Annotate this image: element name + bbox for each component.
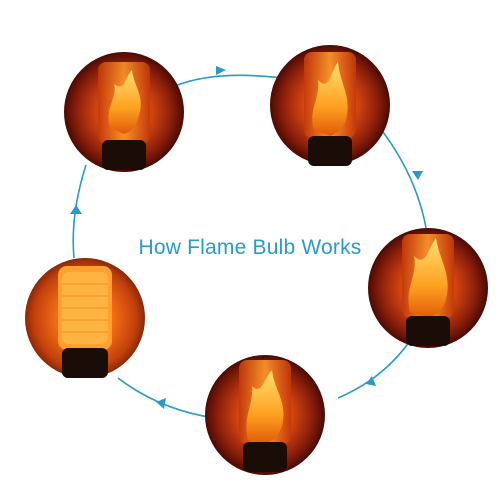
connector-arc-4-5	[117, 377, 216, 419]
arrow-down-left-icon	[366, 376, 376, 386]
arrow-down-icon	[412, 171, 423, 180]
arrow-right-icon	[216, 66, 226, 75]
connector-arrows	[70, 66, 423, 409]
step-5-bulb	[25, 258, 145, 378]
step-1-bulb	[64, 52, 184, 172]
arrow-left-icon	[156, 398, 166, 409]
arrow-up-icon	[70, 205, 82, 214]
diagram-title: How Flame Bulb Works	[138, 236, 362, 259]
step-2-bulb	[270, 45, 390, 166]
step-3-bulb	[368, 228, 488, 348]
step-4-bulb	[205, 355, 325, 475]
connector-arc-1-2	[174, 74, 283, 87]
connector-arc-3-4	[337, 337, 413, 399]
connector-arc-2-3	[379, 127, 429, 241]
